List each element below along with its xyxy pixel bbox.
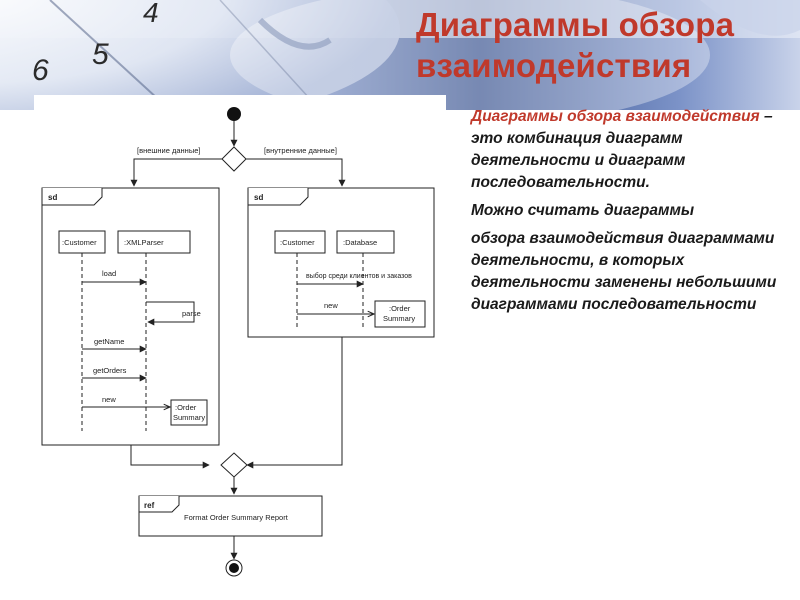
msg-select: выбор среди клиентов и заказов xyxy=(306,272,412,280)
svg-text:4: 4 xyxy=(143,0,159,28)
guard-external-data: [внешние данные] xyxy=(137,146,200,155)
msg-new-right: new xyxy=(324,301,338,310)
msg-getname: getName xyxy=(94,337,124,346)
left-order-line2: Summary xyxy=(173,413,205,422)
right-order-line2: Summary xyxy=(383,314,415,323)
slide-title: Диаграммы обзора взаимодействия xyxy=(416,4,796,86)
definition-text: – это комбинация диаграмм деятельности и… xyxy=(471,108,773,191)
msg-new-left: new xyxy=(102,395,116,404)
initial-node xyxy=(227,107,241,121)
left-xmlparser-lifeline-box xyxy=(117,230,191,254)
right-order-line1: :Order xyxy=(389,304,411,313)
definition-term: Диаграммы обзора взаимодействия xyxy=(471,108,760,125)
msg-getorders: getOrders xyxy=(93,366,127,375)
title-line-2: взаимодействия xyxy=(416,47,692,84)
left-customer-label: :Customer xyxy=(62,238,97,247)
right-database-label: :Database xyxy=(343,238,377,247)
slide-body: Диаграммы обзора взаимодействия – это ко… xyxy=(471,106,783,322)
clock-background-decoration: 6 5 4 xyxy=(0,0,800,110)
right-customer-label: :Customer xyxy=(280,238,315,247)
left-order-summary-box xyxy=(170,399,208,426)
title-line-1: Диаграммы обзора xyxy=(416,6,735,43)
left-order-line1: :Order xyxy=(175,403,197,412)
ref-label: Format Order Summary Report xyxy=(184,513,289,522)
paragraph-explanation: обзора взаимодействия диаграммами деятел… xyxy=(471,230,777,313)
merge-node xyxy=(220,452,248,478)
msg-parse: parse xyxy=(182,309,201,318)
guard-internal-data: [внутренние данные] xyxy=(264,146,337,155)
paragraph-consider: Можно считать диаграммы xyxy=(471,202,695,219)
diagram-canvas: [внешние данные] [внутренние данные] sd … xyxy=(41,107,435,577)
left-xmlparser-label: :XMLParser xyxy=(124,238,164,247)
decision-node xyxy=(221,146,247,172)
ref-tag: ref xyxy=(144,501,155,510)
right-sd-tag: sd xyxy=(254,193,263,202)
right-customer-lifeline-box xyxy=(274,230,326,254)
left-sd-tag: sd xyxy=(48,193,57,202)
svg-text:6: 6 xyxy=(32,54,49,87)
right-order-summary-box xyxy=(374,300,426,328)
right-database-lifeline-box xyxy=(336,230,395,254)
paragraph-definition: Диаграммы обзора взаимодействия – это ко… xyxy=(471,106,783,194)
svg-text:5: 5 xyxy=(92,38,109,71)
interaction-overview-diagram: [внешние данные] [внутренние данные] sd … xyxy=(34,95,446,583)
msg-load: load xyxy=(102,269,116,278)
